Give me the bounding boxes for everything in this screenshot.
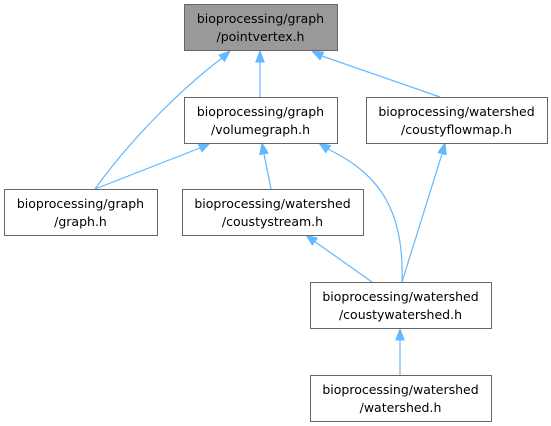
edge-line [321,55,441,98]
edge-volumegraph-to-pointvertex [255,49,265,97]
node-box[interactable] [184,97,338,144]
edge-line [263,153,272,190]
edge-line [94,147,201,190]
node-label-line2: /pointvertex.h [217,29,305,44]
node-label-line2: /coustywatershed.h [339,307,462,322]
node-graph[interactable]: bioprocessing/graph/graph.h [4,189,158,236]
node-label-line1: bioprocessing/watershed [378,104,534,119]
arrowhead-icon [437,141,447,156]
edge-line [313,240,373,283]
edge-graph-to-pointvertex [94,50,232,190]
arrowhead-icon [218,50,232,63]
edge-line [327,148,403,283]
node-watershed[interactable]: bioprocessing/watershed/watershed.h [310,375,492,422]
node-label-line1: bioprocessing/watershed [322,289,478,304]
arrowhead-icon [310,50,325,61]
node-label-line2: /watershed.h [360,400,442,415]
node-pointvertex[interactable]: bioprocessing/graph/pointvertex.h [184,4,338,51]
node-box[interactable] [310,282,492,329]
edge-coustywatershed-to-coustyflowmap [401,141,447,283]
node-label-line1: bioprocessing/graph [197,104,324,119]
node-box[interactable] [366,97,548,144]
node-layer: bioprocessing/graph/pointvertex.hbioproc… [4,4,548,422]
node-label-line2: /graph.h [54,214,107,229]
edge-layer [94,49,447,375]
node-box[interactable] [4,189,158,236]
node-coustywatershed[interactable]: bioprocessing/watershed/coustywatershed.… [310,282,492,329]
node-box[interactable] [184,4,338,51]
node-box[interactable] [310,375,492,422]
arrowhead-icon [255,49,265,63]
edge-coustywatershed-to-volumegraph [317,142,403,283]
arrowhead-icon [317,142,332,154]
node-label-line1: bioprocessing/watershed [194,196,350,211]
arrowhead-icon [395,327,405,341]
node-coustystream[interactable]: bioprocessing/watershed/coustystream.h [182,189,364,236]
node-label-line1: bioprocessing/graph [197,11,324,26]
node-coustyflowmap[interactable]: bioprocessing/watershed/coustyflowmap.h [366,97,548,144]
node-volumegraph[interactable]: bioprocessing/graph/volumegraph.h [184,97,338,144]
node-label-line1: bioprocessing/graph [17,196,144,211]
node-box[interactable] [182,189,364,236]
edge-coustyflowmap-to-pointvertex [310,50,441,98]
node-label-line2: /volumegraph.h [211,122,310,137]
arrowhead-icon [304,234,319,246]
arrowhead-icon [259,141,269,156]
edge-line [401,153,443,283]
edge-line [94,57,223,190]
arrowhead-icon [197,142,212,153]
node-label-line2: /coustystream.h [222,214,323,229]
edge-coustystream-to-volumegraph [259,141,272,190]
edge-watershed-to-coustywatershed [395,327,405,375]
node-label-line2: /coustyflowmap.h [401,122,512,137]
node-label-line1: bioprocessing/watershed [322,382,478,397]
edge-coustywatershed-to-coustystream [304,234,373,283]
